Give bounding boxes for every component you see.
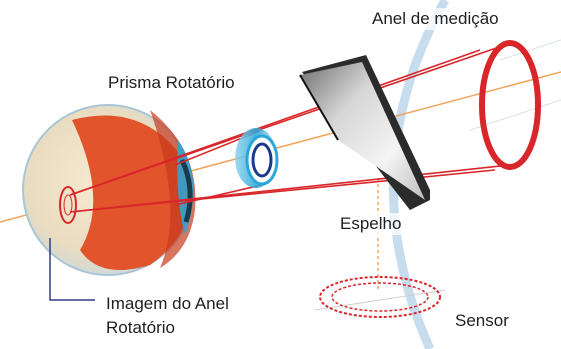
background-grid-line [499,39,561,61]
callout-line [49,238,95,301]
rotating-prism [235,128,279,188]
ring-image-label-line2: Rotatório [104,317,177,339]
eye-lens-dark [179,158,193,223]
mirror [299,55,430,210]
ring-image-inner [63,194,73,216]
eye-illustration [22,104,196,276]
measuring-ring [479,40,541,170]
ring-image-label-line1: Imagem do Anel [104,293,231,315]
rotating-prism-label: Prisma Rotatório [106,72,237,94]
mirror-label: Espelho [338,213,404,235]
measuring-ring-label: Anel de medição [370,8,501,30]
sensor-axis-line [314,289,446,311]
ring-image-on-retina [59,186,77,224]
eye-interior-red [72,115,192,270]
sensor-ring [319,276,441,318]
sensor-label: Sensor [453,310,511,332]
